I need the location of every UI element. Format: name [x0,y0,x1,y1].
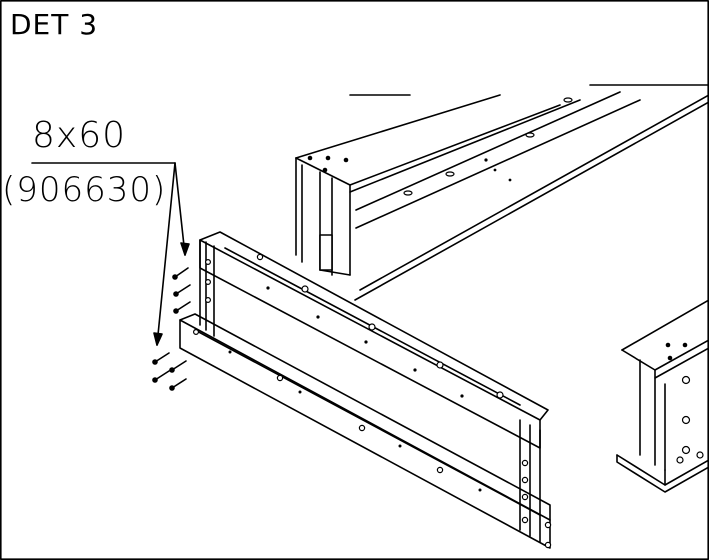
front-plate-upper [199,231,549,449]
detail-label: DET 3 [10,8,99,41]
callout-leaders [31,162,190,346]
right-beam [616,299,709,493]
screws [152,267,191,391]
upper-beam [295,84,709,301]
callout-quantity-size: 8x60 [32,115,127,156]
front-plate-lower [179,313,552,549]
callout-part-number: (906630) [2,170,167,210]
